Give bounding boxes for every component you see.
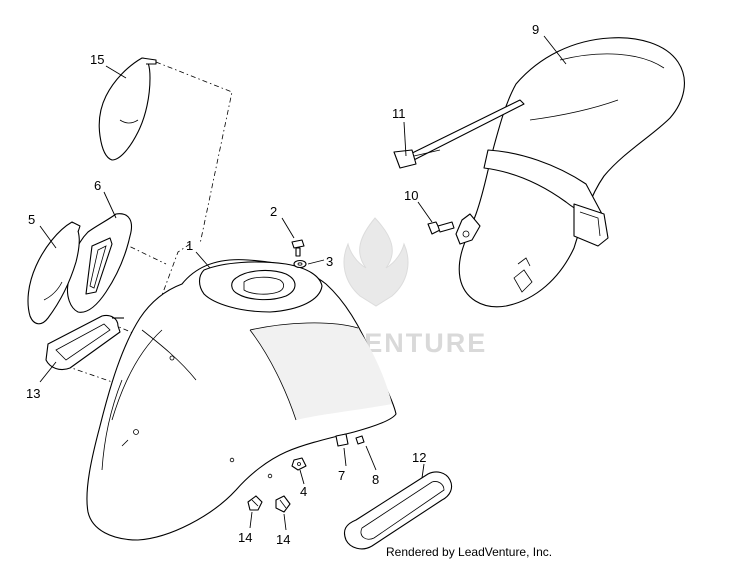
part-8-screw: [355, 435, 365, 445]
watermark-logo-icon: [343, 217, 409, 307]
callout-4: 4: [300, 484, 307, 499]
part-14-clip-right: [275, 495, 291, 513]
part-7-nut: [335, 433, 349, 447]
callout-12: 12: [412, 450, 426, 465]
leader-lines: [39, 35, 567, 531]
part-3-washer: [293, 259, 307, 269]
part-12-duct: [343, 471, 453, 550]
part-10-bolt: [427, 221, 455, 235]
part-6-side-panel: [66, 213, 133, 313]
callout-labels: 15 6 5 1 2 3 9 11 10 13 7 8 4 12 14 14: [26, 22, 539, 547]
part-9-rear-fender: [455, 37, 685, 308]
callout-2: 2: [270, 204, 277, 219]
part-5-side-cover: [27, 221, 81, 325]
callout-6: 6: [94, 178, 101, 193]
credit-text: Rendered by LeadVenture, Inc.: [386, 545, 553, 559]
callout-7: 7: [338, 468, 345, 483]
callout-11: 11: [392, 106, 406, 121]
callout-3: 3: [326, 254, 333, 269]
part-14-clip-left: [247, 495, 263, 511]
part-11-cable-tie: [393, 99, 525, 169]
part-4-nut: [291, 457, 307, 471]
callout-15: 15: [90, 52, 104, 67]
callout-9: 9: [532, 22, 539, 37]
callout-1: 1: [186, 238, 193, 253]
callout-5: 5: [28, 212, 35, 227]
part-15-side-cover: [98, 57, 157, 161]
callout-10: 10: [404, 188, 418, 203]
callout-8: 8: [372, 472, 379, 487]
callout-13: 13: [26, 386, 40, 401]
part-2-screw: [291, 239, 305, 257]
callout-14-left: 14: [238, 530, 252, 545]
part-13-bracket: [45, 314, 124, 371]
callout-14-right: 14: [276, 532, 290, 547]
part-1-front-fender: [86, 259, 397, 541]
